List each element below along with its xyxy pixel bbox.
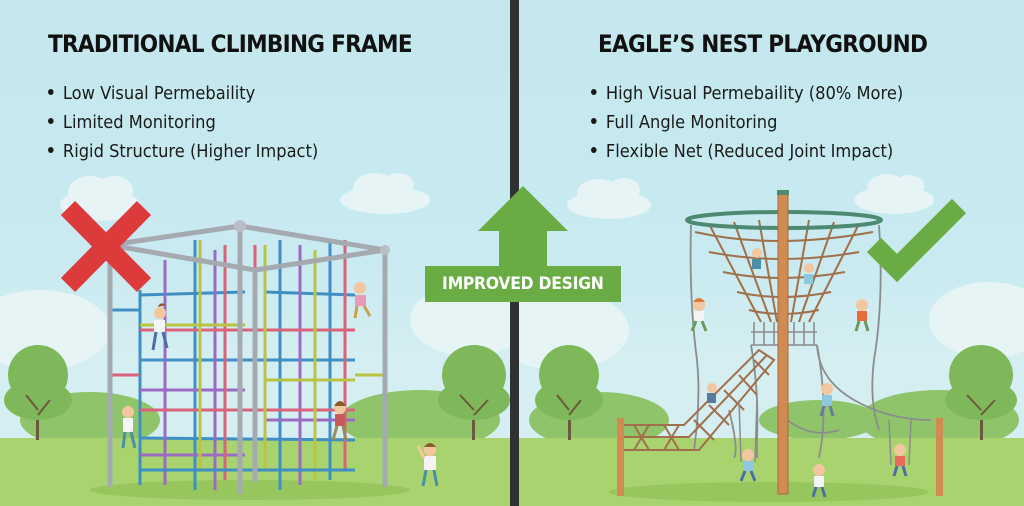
improved-design-banner: IMPROVED DESIGN: [425, 266, 621, 302]
bullet-item: Full Angle Monitoring: [591, 109, 903, 138]
child-hanging-icon: [819, 383, 835, 417]
improved-design-label: IMPROVED DESIGN: [442, 274, 604, 294]
child-climbing-icon: [151, 303, 169, 351]
right-panel-title: EAGLE’S NEST PLAYGROUND: [598, 30, 928, 58]
tree-icon: [438, 345, 510, 440]
child-climbing-icon: [707, 383, 717, 403]
left-panel-traditional: TRADITIONAL CLIMBING FRAME Low Visual Pe…: [0, 0, 511, 506]
tree-icon: [535, 345, 603, 440]
child-swinging-icon: [892, 444, 908, 477]
cloud-icon: [0, 173, 511, 370]
bullet-dot-icon: [48, 118, 54, 124]
child-swinging-icon: [739, 449, 757, 482]
cloud-icon: [519, 174, 1024, 370]
bullet-item: Rigid Structure (Higher Impact): [48, 138, 318, 167]
child-climbing-icon: [690, 298, 708, 332]
child-waving-icon: [416, 443, 439, 487]
net-bridge-icon: [618, 348, 776, 451]
child-climbing-icon: [353, 282, 372, 319]
child-climbing-icon: [854, 299, 870, 332]
traditional-climbing-frame-illustration: [0, 173, 511, 506]
right-panel-bullet-list: High Visual Permebaility (80% More) Full…: [591, 80, 927, 167]
eagles-nest-playground-illustration: [519, 174, 1024, 506]
tree-icon: [945, 345, 1017, 440]
bullet-item: High Visual Permebaility (80% More): [591, 80, 903, 109]
child-climbing-icon: [121, 406, 137, 449]
bullet-item: Flexible Net (Reduced Joint Impact): [591, 138, 903, 167]
left-panel-title: TRADITIONAL CLIMBING FRAME: [48, 30, 413, 58]
tree-icon: [4, 345, 72, 440]
bullet-item: Low Visual Permebaility: [48, 80, 318, 109]
child-climbing-icon: [331, 401, 348, 441]
bullet-dot-icon: [48, 89, 54, 95]
bullet-item: Limited Monitoring: [48, 109, 318, 138]
bullet-dot-icon: [48, 147, 54, 153]
left-panel-bullet-list: Low Visual Permebaility Limited Monitori…: [48, 80, 339, 167]
bullet-dot-icon: [591, 118, 597, 124]
improved-design-callout: IMPROVED DESIGN: [425, 186, 621, 306]
center-pole-icon: [777, 191, 789, 495]
bullet-dot-icon: [591, 147, 597, 153]
up-arrow-icon: [478, 186, 568, 270]
red-x-icon: [60, 200, 152, 293]
child-climbing-icon: [804, 263, 814, 284]
child-climbing-icon: [752, 248, 762, 269]
right-panel-eagles-nest: EAGLE’S NEST PLAYGROUND High Visual Perm…: [519, 0, 1024, 506]
bullet-dot-icon: [591, 89, 597, 95]
child-swinging-icon: [811, 464, 827, 498]
green-check-icon: [866, 198, 967, 283]
